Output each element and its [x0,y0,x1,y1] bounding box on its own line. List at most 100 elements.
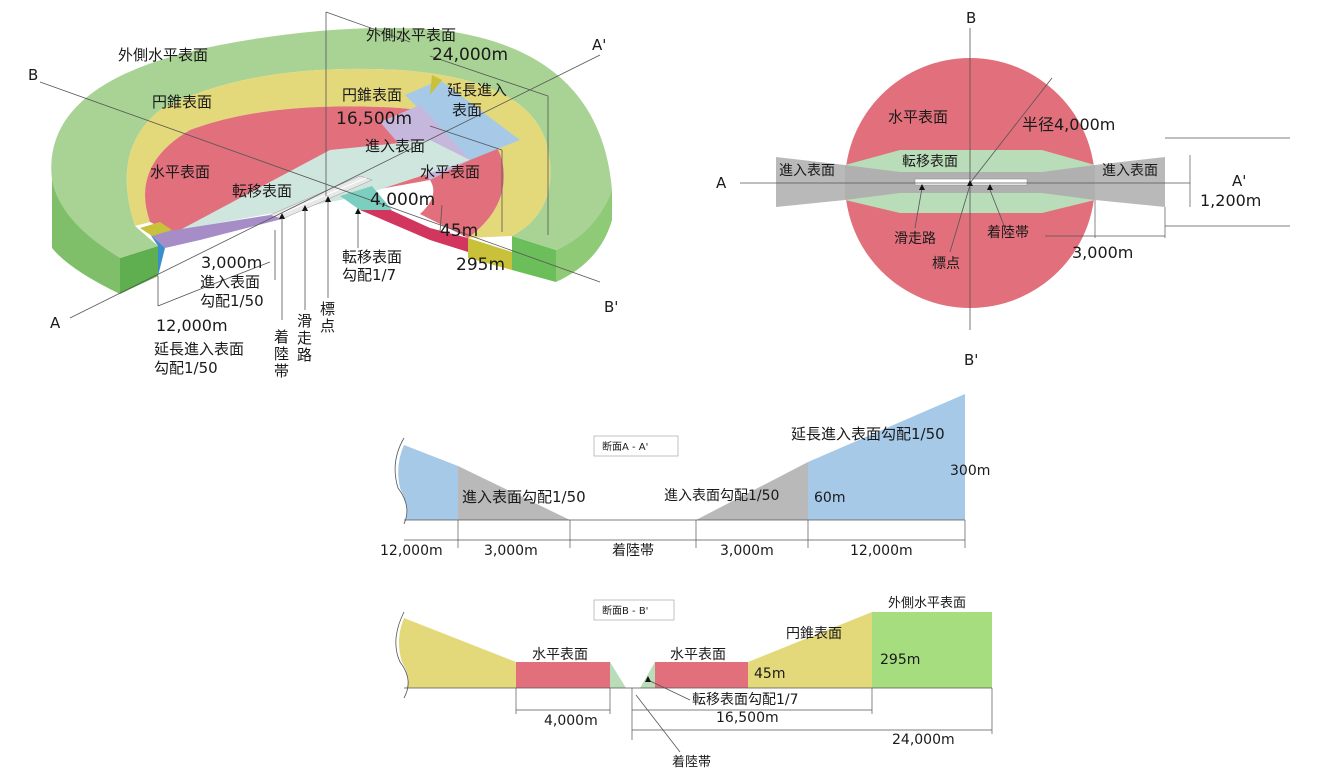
section-b-conical-left [398,618,516,688]
section-a-approach-right [696,462,808,520]
section-b-trans-right [640,662,655,688]
runway-centerline [275,177,367,217]
conical-radius-line [429,125,503,151]
landing-strip-marker [279,213,285,219]
plan-label-a: A [716,174,727,192]
plan-label-b: B [966,9,976,27]
plan-strip-leader [989,189,1006,229]
plan-label-approach-right: 進入表面 [1102,163,1158,179]
outer-ring-wall-right [512,236,556,282]
label-conical-top: 円錐表面 [342,86,402,104]
label-ext-slope-2: 勾配1/50 [154,359,218,377]
section-b-outer-horizontal [872,612,992,688]
section-a-h300: 300m [950,463,990,479]
section-a-ext-left [398,445,458,520]
label-point-a2: A' [592,36,606,54]
dim-line-diag [157,289,199,307]
plan-label-a2: A' [1232,172,1246,190]
label-outer-horizontal-top: 外側水平表面 [366,26,456,44]
section-b-dim-16500-label: 16,500m [716,710,779,726]
plan-label-width-1200: 1,200m [1200,191,1261,210]
plan-runway-marker [919,184,925,190]
plan-radius-line [969,77,1053,184]
plan-label-runway: 滑走路 [894,230,936,247]
transitional-marker [355,208,361,214]
label-length-12000: 12,000m [156,316,228,335]
section-a-dim-3000-left: 3,000m [484,543,538,559]
section-a-break [394,437,408,525]
plan-runway-leader [914,187,923,229]
label-ext-slope-1: 延長進入表面 [154,340,244,358]
height-45-line [439,204,443,233]
label-conical: 円錐表面 [152,93,212,111]
plan-label-landing-strip: 着陸帯 [987,225,1029,241]
outer-radius-line-right [429,55,549,97]
plan-reference-marker [967,180,973,186]
transitional-surface [180,140,470,230]
label-runway-v3: 路 [297,346,312,364]
label-landing-strip-v1: 着 [274,328,289,346]
section-b-title-box [593,599,675,621]
label-marker-v2: 点 [320,317,335,335]
section-b-dim-24000-label: 24,000m [892,732,955,748]
label-landing-strip-v3: 帯 [274,362,289,380]
label-height-295: 295m [456,255,505,275]
section-b-horizontal-left-label: 水平表面 [532,647,588,663]
label-point-b2: B' [604,298,618,316]
outer-radius-line [325,11,411,43]
label-approach-slope-1: 進入表面 [200,273,260,291]
conical-wall [468,238,512,270]
label-marker-v1: 標 [320,300,335,318]
plan-label-3000: 3,000m [1072,243,1133,262]
transitional-near-right [340,186,392,210]
section-b-horizontal-right [655,662,748,688]
outer-horizontal-surface [51,27,612,258]
plan-label-transitional: 転移表面 [902,154,958,170]
section-b-dim-4000-label: 4,000m [544,713,598,729]
plan-label-b2: B' [964,351,978,369]
axis-line-b [39,81,601,283]
label-point-b: B [28,66,38,84]
label-extended-approach-2: 表面 [452,101,482,119]
section-b-landing-strip-label: 着陸帯 [672,754,711,770]
label-length-3000: 3,000m [201,253,262,272]
section-b-trans-marker [645,676,651,682]
section-b-title: 断面B - B' [602,604,648,617]
label-landing-strip-v2: 陸 [274,345,289,363]
section-b-strip-leader [635,694,681,753]
plan-label-approach-left: 進入表面 [779,163,835,179]
label-horizontal-right: 水平表面 [420,163,480,181]
label-transitional: 転移表面 [232,182,292,200]
plan-view: B A A' B' 水平表面 半径4,000m 進入表面 進入表面 転移表面 1… [716,9,1290,369]
label-radius-16500: 16,500m [336,109,412,129]
label-approach-slope-2: 勾配1/50 [200,292,264,310]
section-a-title: 断面A - A' [602,440,648,453]
runway-marker [302,205,308,211]
section-a-ext-right [808,394,965,520]
section-a: 断面A - A' 延長進入表面勾配1/50 300m 進入表面勾配1/50 進入… [380,394,990,559]
label-extended-approach-1: 延長進入 [447,81,507,99]
label-radius-4000: 4,000m [370,190,435,210]
plan-label-marker: 標点 [932,256,960,272]
section-b-outer-horizontal-label: 外側水平表面 [888,596,966,611]
section-a-ext-slope: 延長進入表面勾配1/50 [791,425,945,443]
section-a-dim-12000-left: 12,000m [380,543,443,559]
plan-marker-leader [949,184,971,253]
section-b-h45: 45m [754,666,785,682]
extended-approach-wall [150,234,165,276]
section-b-trans-slope: 転移表面勾配1/7 [692,692,799,708]
label-radius-24000: 24,000m [432,45,508,65]
section-b-horizontal-right-label: 水平表面 [670,647,726,663]
label-trans-slope-1: 転移表面 [342,248,402,266]
section-a-dim-3000-right: 3,000m [720,543,774,559]
section-b-horizontal-left [516,662,610,688]
outer-ring-wall-far [556,190,612,282]
section-a-approach-left [458,466,570,520]
label-outer-horizontal: 外側水平表面 [118,46,208,64]
plan-strip-marker [987,184,993,190]
plan-approach-left [776,157,845,207]
plan-label-radius: 半径4,000m [1022,115,1115,134]
section-b: 断面B - B' 外側水平表面 円錐表面 水平表面 水平表面 45m 295m … [395,596,993,770]
extended-approach-far [405,80,520,160]
